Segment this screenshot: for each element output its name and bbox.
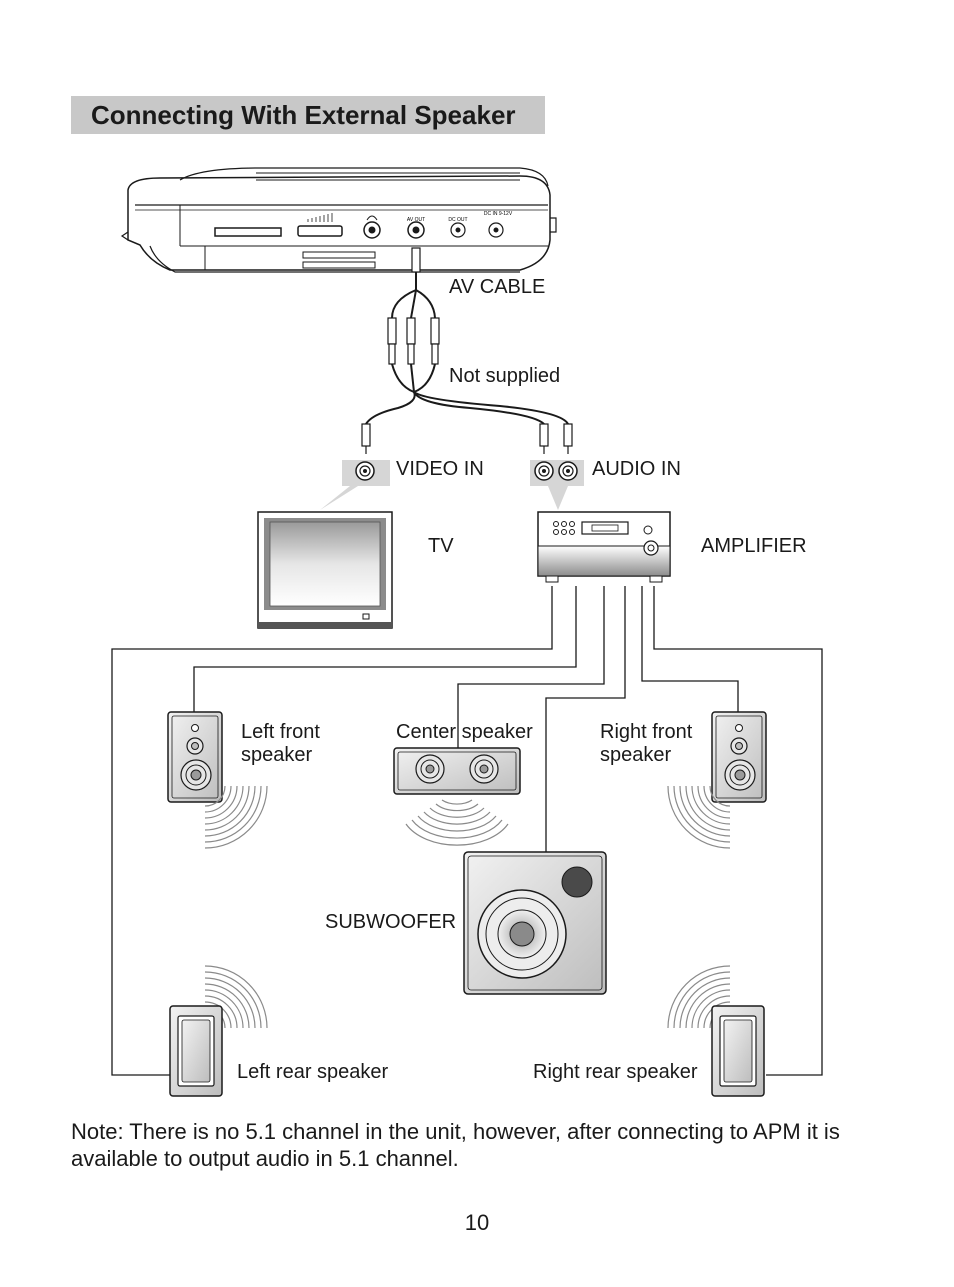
dvd-player (120, 167, 557, 273)
amplifier-label: AMPLIFIER (701, 535, 807, 557)
right-rear-label: Right rear speaker (533, 1061, 698, 1083)
subwoofer-label: SUBWOOFER (325, 911, 457, 933)
av-out-label: AV OUT (407, 217, 425, 223)
audio-in-jacks (530, 460, 584, 510)
right-rear-speaker (711, 1005, 765, 1097)
video-in-jack (320, 460, 390, 510)
not-supplied-label: Not supplied (449, 365, 561, 387)
av-cable-label: AV CABLE (449, 276, 546, 298)
page-number: 10 (464, 1210, 490, 1235)
left-front-speaker (167, 711, 223, 803)
sound-waves (204, 785, 731, 1029)
video-in-label: VIDEO IN (396, 458, 484, 480)
center-speaker-label: Center speaker (396, 721, 533, 743)
dc-in-label: DC IN 9-12V (484, 211, 513, 217)
tv (257, 511, 393, 629)
dc-out-label: DC OUT (448, 217, 467, 223)
center-speaker (393, 747, 521, 795)
amplifier (537, 511, 671, 583)
speaker-wires (111, 586, 823, 1076)
left-rear-label: Left rear speaker (237, 1061, 389, 1083)
tv-label: TV (428, 535, 454, 557)
audio-in-label: AUDIO IN (592, 458, 681, 480)
left-front-label-line2: speaker (241, 744, 313, 766)
av-cable (361, 247, 573, 454)
left-rear-speaker (169, 1005, 223, 1097)
note-text: Note: There is no 5.1 channel in the uni… (71, 1119, 840, 1171)
section-title-bar: Connecting With External Speaker (71, 96, 545, 134)
right-front-label-line2: speaker (600, 744, 672, 766)
right-front-label-line1: Right front (600, 721, 693, 743)
left-front-label-line1: Left front (241, 721, 320, 743)
subwoofer (463, 851, 607, 995)
right-front-speaker (711, 711, 767, 803)
page-title: Connecting With External Speaker (91, 100, 516, 130)
